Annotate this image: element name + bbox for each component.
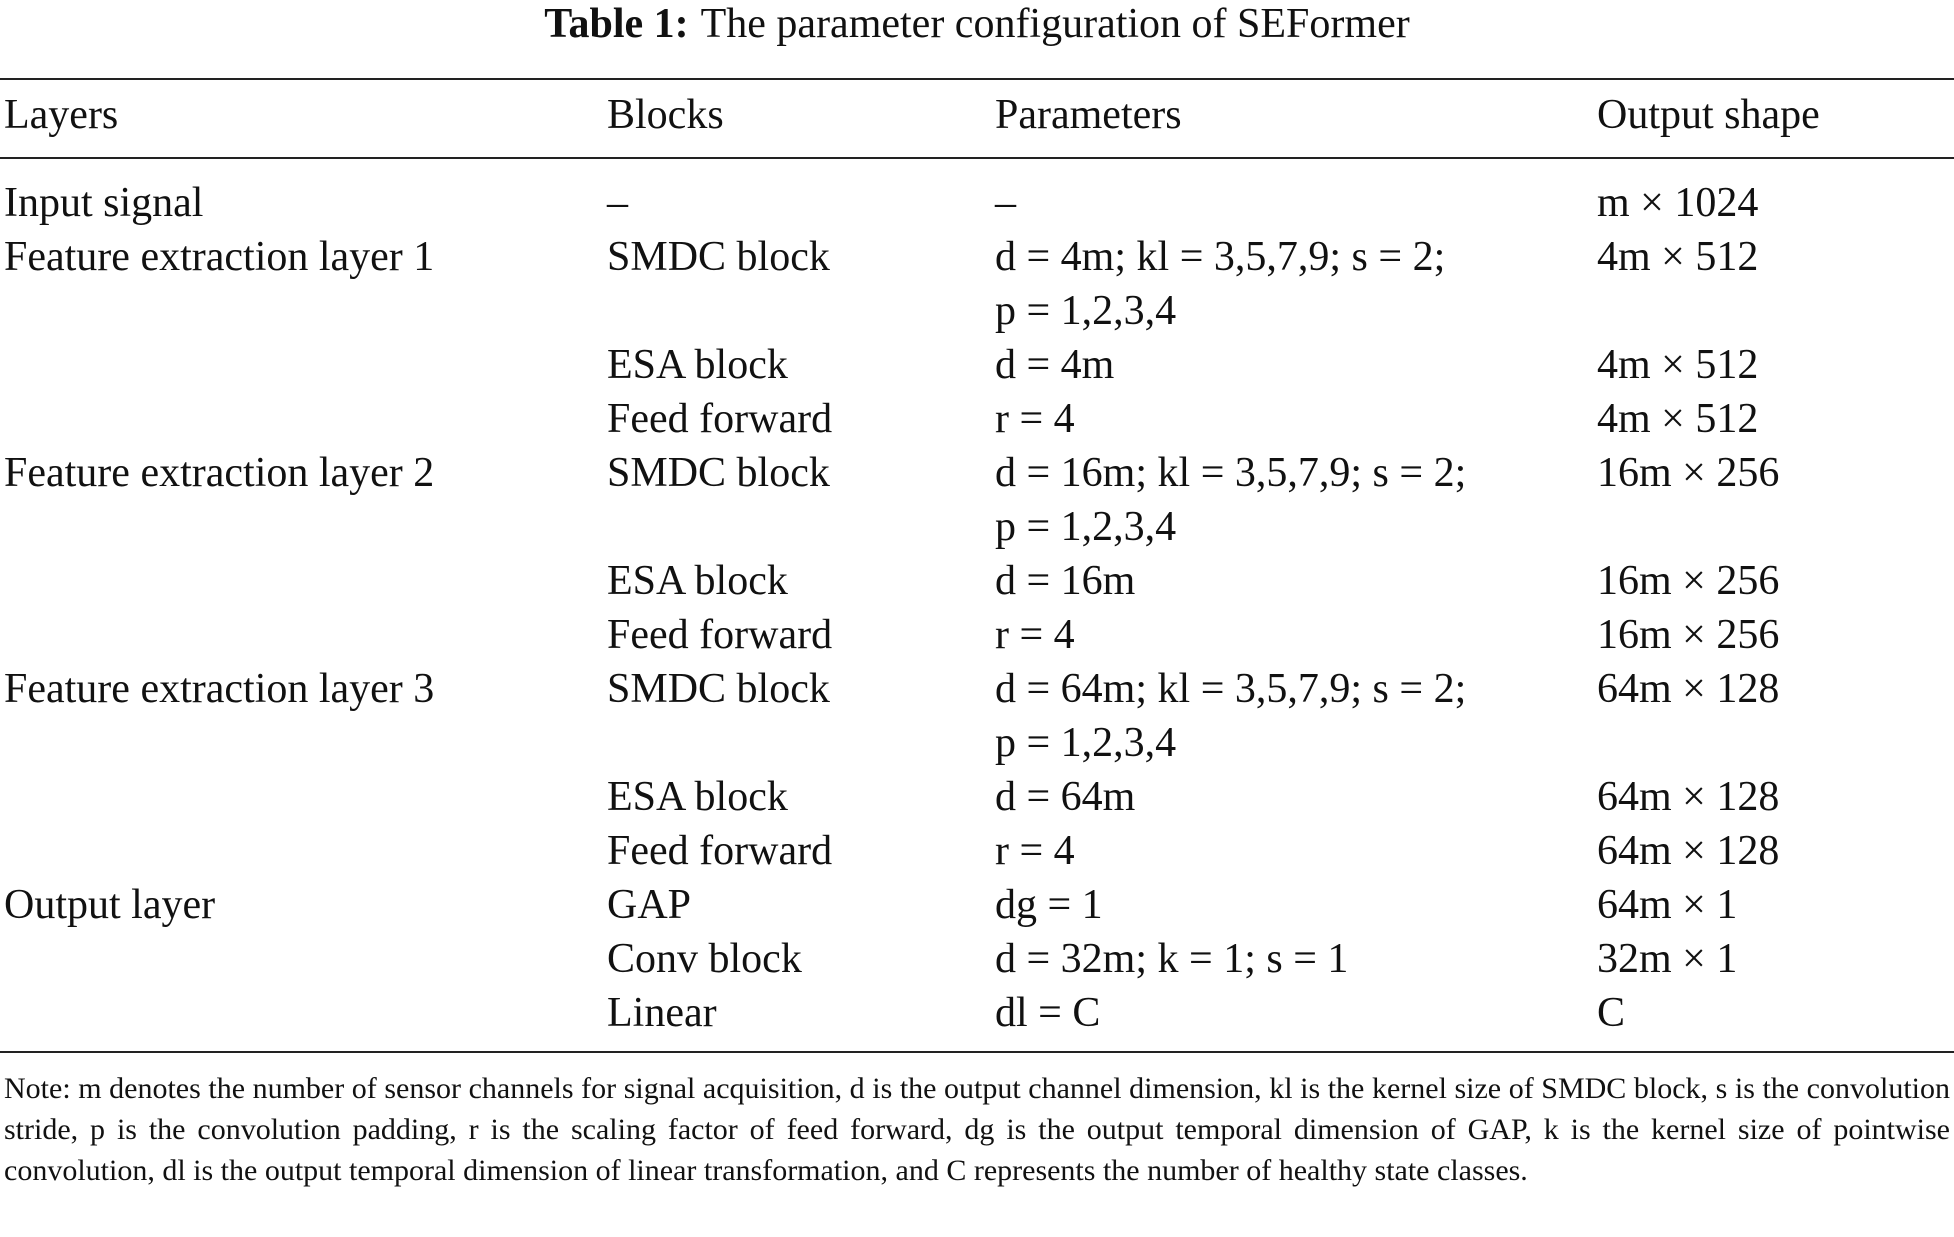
cell-output: 64m × 128 [1597,828,1780,874]
cell-layer: Output layer [4,882,216,928]
cell-block: SMDC block [607,450,830,496]
cell-output: 32m × 1 [1597,936,1738,982]
cell-parameters: d = 16m; kl = 3,5,7,9; s = 2; p = 1,2,3,… [995,446,1466,554]
cell-parameters: dg = 1 [995,878,1103,932]
header-layers: Layers [4,92,119,138]
cell-block: Feed forward [607,612,833,658]
table-row: Feed forward r = 4 16m × 256 [0,608,1954,662]
bottom-rule [0,1051,1954,1053]
cell-output: m × 1024 [1597,180,1759,226]
cell-block: GAP [607,882,692,928]
cell-block: Feed forward [607,396,833,442]
header-parameters: Parameters [995,92,1182,138]
cell-parameters: dl = C [995,986,1100,1040]
table-row: ESA block d = 4m 4m × 512 [0,338,1954,392]
cell-parameters: r = 4 [995,608,1075,662]
table-row: Feature extraction layer 1 SMDC block d … [0,230,1954,338]
cell-block: SMDC block [607,234,830,280]
cell-block: SMDC block [607,666,830,712]
cell-layer: Feature extraction layer 2 [4,450,435,496]
param-line: p = 1,2,3,4 [995,288,1177,334]
cell-parameters: d = 4m [995,338,1114,392]
cell-block: Linear [607,990,717,1036]
table-row: Conv block d = 32m; k = 1; s = 1 32m × 1 [0,932,1954,986]
param-line: d = 32m; k = 1; s = 1 [995,936,1349,982]
cell-block: ESA block [607,342,788,388]
param-line: r = 4 [995,828,1075,874]
table-row: Output layer GAP dg = 1 64m × 1 [0,878,1954,932]
param-line: p = 1,2,3,4 [995,720,1177,766]
cell-parameters: d = 4m; kl = 3,5,7,9; s = 2; p = 1,2,3,4 [995,230,1445,338]
cell-output: 16m × 256 [1597,558,1780,604]
table-row: Input signal – – m × 1024 [0,176,1954,230]
cell-parameters: d = 64m; kl = 3,5,7,9; s = 2; p = 1,2,3,… [995,662,1466,770]
cell-output: 4m × 512 [1597,396,1759,442]
cell-block: ESA block [607,774,788,820]
param-line: r = 4 [995,612,1075,658]
table-caption-label: Table 1: [544,1,689,47]
header-blocks: Blocks [607,92,724,138]
table-caption: Table 1:The parameter configuration of S… [0,0,1954,48]
cell-layer: Input signal [4,180,204,226]
param-line: d = 64m [995,774,1136,820]
table-row: ESA block d = 16m 16m × 256 [0,554,1954,608]
cell-parameters: d = 64m [995,770,1135,824]
param-line: d = 16m [995,558,1136,604]
param-line: – [995,180,1016,226]
cell-output: C [1597,990,1626,1036]
table-row: Feature extraction layer 3 SMDC block d … [0,662,1954,770]
cell-layer: Feature extraction layer 3 [4,666,435,712]
cell-block: ESA block [607,558,788,604]
param-line: d = 4m [995,342,1115,388]
cell-layer: Feature extraction layer 1 [4,234,435,280]
cell-output: 64m × 128 [1597,774,1780,820]
cell-output: 16m × 256 [1597,450,1780,496]
table-row: ESA block d = 64m 64m × 128 [0,770,1954,824]
cell-parameters: r = 4 [995,392,1075,446]
cell-block: Feed forward [607,828,833,874]
table-note: Note: m denotes the number of sensor cha… [4,1072,1950,1187]
top-rule [0,78,1954,80]
cell-parameters: – [995,176,1016,230]
param-line: dl = C [995,990,1101,1036]
param-line: r = 4 [995,396,1075,442]
cell-parameters: r = 4 [995,824,1075,878]
param-line: d = 16m; kl = 3,5,7,9; s = 2; [995,450,1467,496]
header-output-shape: Output shape [1597,92,1820,138]
param-line: dg = 1 [995,882,1103,928]
header-rule [0,157,1954,159]
table-body: Input signal – – m × 1024 Feature extrac… [0,176,1954,1040]
table-row: Feed forward r = 4 64m × 128 [0,824,1954,878]
cell-output: 16m × 256 [1597,612,1780,658]
table-header-row: Layers Blocks Parameters Output shape [0,88,1954,142]
cell-parameters: d = 16m [995,554,1135,608]
cell-block: – [607,180,628,226]
cell-output: 64m × 128 [1597,666,1780,712]
cell-block: Conv block [607,936,802,982]
cell-output: 4m × 512 [1597,234,1759,280]
param-line: d = 4m; kl = 3,5,7,9; s = 2; [995,234,1446,280]
cell-output: 64m × 1 [1597,882,1738,928]
table-caption-text: The parameter configuration of SEFormer [700,1,1410,47]
table-row: Linear dl = C C [0,986,1954,1040]
table-row: Feature extraction layer 2 SMDC block d … [0,446,1954,554]
table-row: Feed forward r = 4 4m × 512 [0,392,1954,446]
cell-output: 4m × 512 [1597,342,1759,388]
param-line: p = 1,2,3,4 [995,504,1177,550]
param-line: d = 64m; kl = 3,5,7,9; s = 2; [995,666,1467,712]
cell-parameters: d = 32m; k = 1; s = 1 [995,932,1348,986]
